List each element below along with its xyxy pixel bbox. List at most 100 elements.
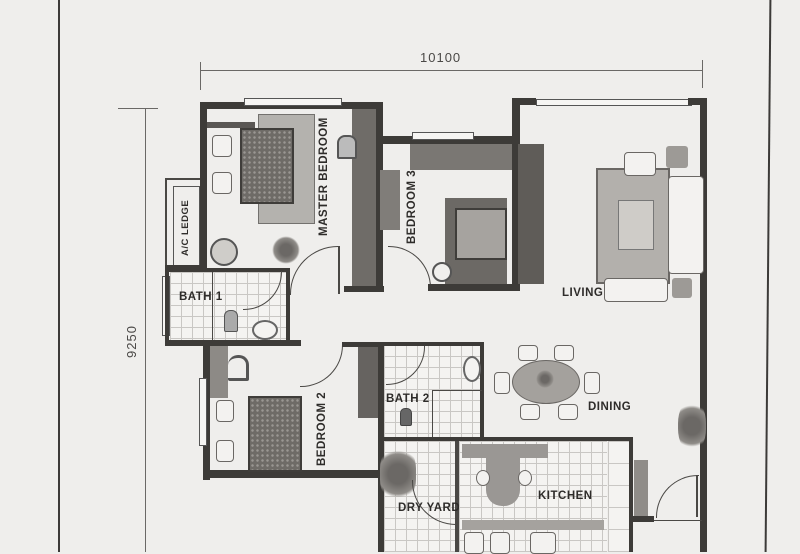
- wall-bed2-right: [378, 342, 384, 552]
- bed2-desk-chair: [228, 355, 249, 381]
- wall-bath1-left: [165, 268, 169, 346]
- label-ac-ledge: A/C LEDGE: [180, 199, 191, 256]
- wall-bath2-top: [384, 342, 484, 346]
- label-kitchen: KITCHEN: [538, 490, 593, 502]
- width-dimension-tick-right: [702, 60, 703, 88]
- wall-right-exterior: [700, 98, 707, 552]
- kitchen-side-cabinets: [608, 441, 630, 552]
- bath2-basin: [463, 356, 481, 382]
- wall-living-top-right: [688, 98, 706, 105]
- dining-chair-bottom-2: [558, 404, 578, 420]
- kitchen-counter-bottom: [462, 520, 604, 530]
- wall-bed2-top-right: [342, 342, 382, 347]
- dining-chair-top-2: [554, 345, 574, 361]
- bed3-cabinet: [518, 144, 544, 284]
- bed3-bed: [455, 208, 507, 260]
- entrance-threshold: [654, 520, 702, 521]
- sofa-bottom: [604, 278, 668, 302]
- nightstand-bed2-1: [216, 400, 234, 422]
- kitchen-counter-top: [462, 444, 548, 458]
- label-dining: DINING: [588, 401, 632, 413]
- bath2-toilet: [400, 408, 412, 426]
- bath2-shower-divider-v: [432, 390, 433, 438]
- label-bath-2: BATH 2: [386, 393, 430, 405]
- bed2-desk: [210, 346, 228, 398]
- label-bath-1: BATH 1: [179, 291, 223, 303]
- width-dimension-tick-left: [200, 62, 201, 90]
- door-master-leaf: [338, 246, 340, 294]
- bath1-basin: [252, 320, 278, 340]
- kitchen-island: [486, 458, 520, 506]
- dining-centerpiece: [536, 370, 554, 388]
- wall-master-left: [200, 102, 207, 272]
- wall-bed3-right: [512, 98, 520, 290]
- label-master-bedroom: MASTER BEDROOM: [318, 117, 330, 236]
- dining-chair-left: [494, 372, 510, 394]
- dining-chair-right: [584, 372, 600, 394]
- plant-master: [272, 236, 300, 264]
- coffee-table: [618, 200, 654, 250]
- wall-bath1-top: [165, 268, 290, 272]
- page-border-left: [58, 0, 60, 552]
- wall-bed3-top: [376, 136, 518, 144]
- window-master-top: [244, 98, 342, 106]
- wall-bath1-bottom: [165, 340, 301, 346]
- wall-kitchen-right: [629, 437, 633, 552]
- bed2-wardrobe: [358, 344, 380, 418]
- bed3-closet-top: [410, 144, 520, 170]
- kitchen-sink-2: [490, 532, 510, 554]
- master-headboard: [207, 122, 255, 128]
- side-table-top: [666, 146, 688, 168]
- width-dimension-label: 10100: [420, 50, 462, 65]
- ac-ledge-outline-left: [165, 178, 167, 268]
- wall-master-bottom-right: [344, 286, 384, 292]
- door-bed3: [388, 246, 431, 289]
- wall-living-top-left: [512, 98, 536, 105]
- plant-dry-yard: [380, 446, 416, 502]
- wall-bed2-bottom: [203, 470, 383, 478]
- wall-master-right: [376, 102, 383, 292]
- master-chair: [210, 238, 238, 266]
- master-wardrobe: [352, 109, 378, 289]
- ac-ledge-outline-top: [165, 178, 200, 180]
- master-dresser-chair: [337, 135, 357, 159]
- door-entrance: [656, 475, 699, 518]
- bath1-divider: [212, 272, 213, 342]
- height-dimension-tick-top: [118, 108, 158, 109]
- label-living: LIVING: [562, 287, 604, 299]
- dining-chair-bottom-1: [520, 404, 540, 420]
- door-entrance-leaf: [696, 475, 698, 517]
- kitchen-stool-2: [518, 470, 532, 486]
- label-bedroom-2: BEDROOM 2: [316, 391, 328, 466]
- shoe-cabinet: [634, 460, 648, 516]
- bed3-wardrobe: [380, 170, 400, 230]
- door-bed2: [300, 344, 343, 387]
- bed3-chair: [432, 262, 452, 282]
- plant-living-corner: [678, 400, 706, 452]
- dining-chair-top-1: [518, 345, 538, 361]
- label-bedroom-3: BEDROOM 3: [406, 169, 418, 244]
- window-living-top: [536, 99, 692, 106]
- wall-entrance-bottom: [632, 516, 654, 522]
- armchair-top: [624, 152, 656, 176]
- bed2-bed: [248, 396, 302, 472]
- nightstand-master-1: [212, 135, 232, 157]
- height-dimension-line: [145, 108, 146, 552]
- bath1-toilet: [224, 310, 238, 332]
- kitchen-stove: [530, 532, 556, 554]
- kitchen-stool-1: [476, 470, 490, 486]
- wall-kitchen-top: [380, 437, 632, 441]
- sofa: [668, 176, 704, 274]
- wall-bath1-right: [286, 268, 290, 346]
- window-bed3-top: [412, 132, 474, 140]
- width-dimension-line: [200, 70, 703, 71]
- wall-bed3-bottom: [428, 284, 520, 291]
- side-table-bottom: [672, 278, 692, 298]
- wall-dry-yard-kitchen: [455, 441, 459, 552]
- nightstand-master-2: [212, 172, 232, 194]
- wall-bath2-right: [480, 342, 484, 440]
- window-bed2: [199, 378, 207, 446]
- master-bed-top: [240, 128, 294, 204]
- kitchen-sink-1: [464, 532, 484, 554]
